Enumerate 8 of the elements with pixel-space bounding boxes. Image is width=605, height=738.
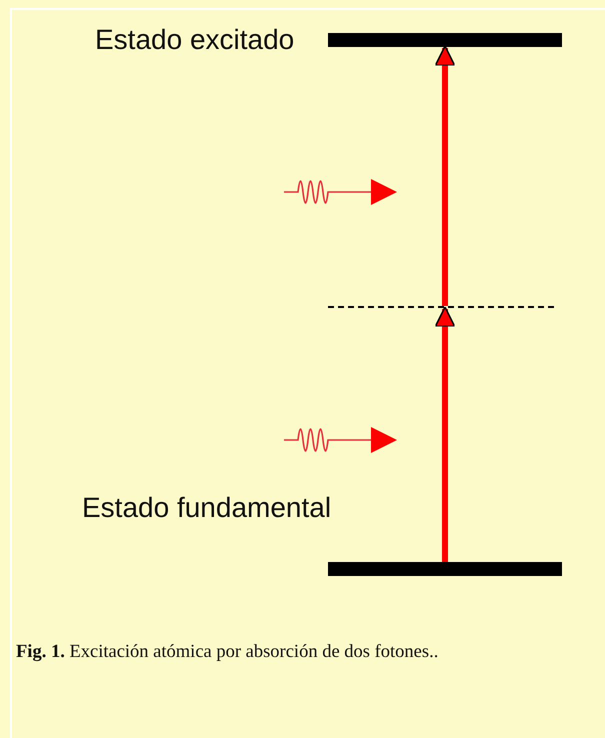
virtual-level-line <box>328 306 554 308</box>
excitation-arrow <box>434 45 456 306</box>
figure-caption: Fig. 1. Excitación atómica por absorción de dos fotones.. <box>16 642 438 663</box>
energy-level-bar <box>328 562 562 576</box>
state-label: Estado fundamental <box>82 491 332 525</box>
excitation-arrow <box>434 306 456 562</box>
energy-level-bar <box>328 33 562 47</box>
state-label: Estado excitado <box>95 23 295 57</box>
